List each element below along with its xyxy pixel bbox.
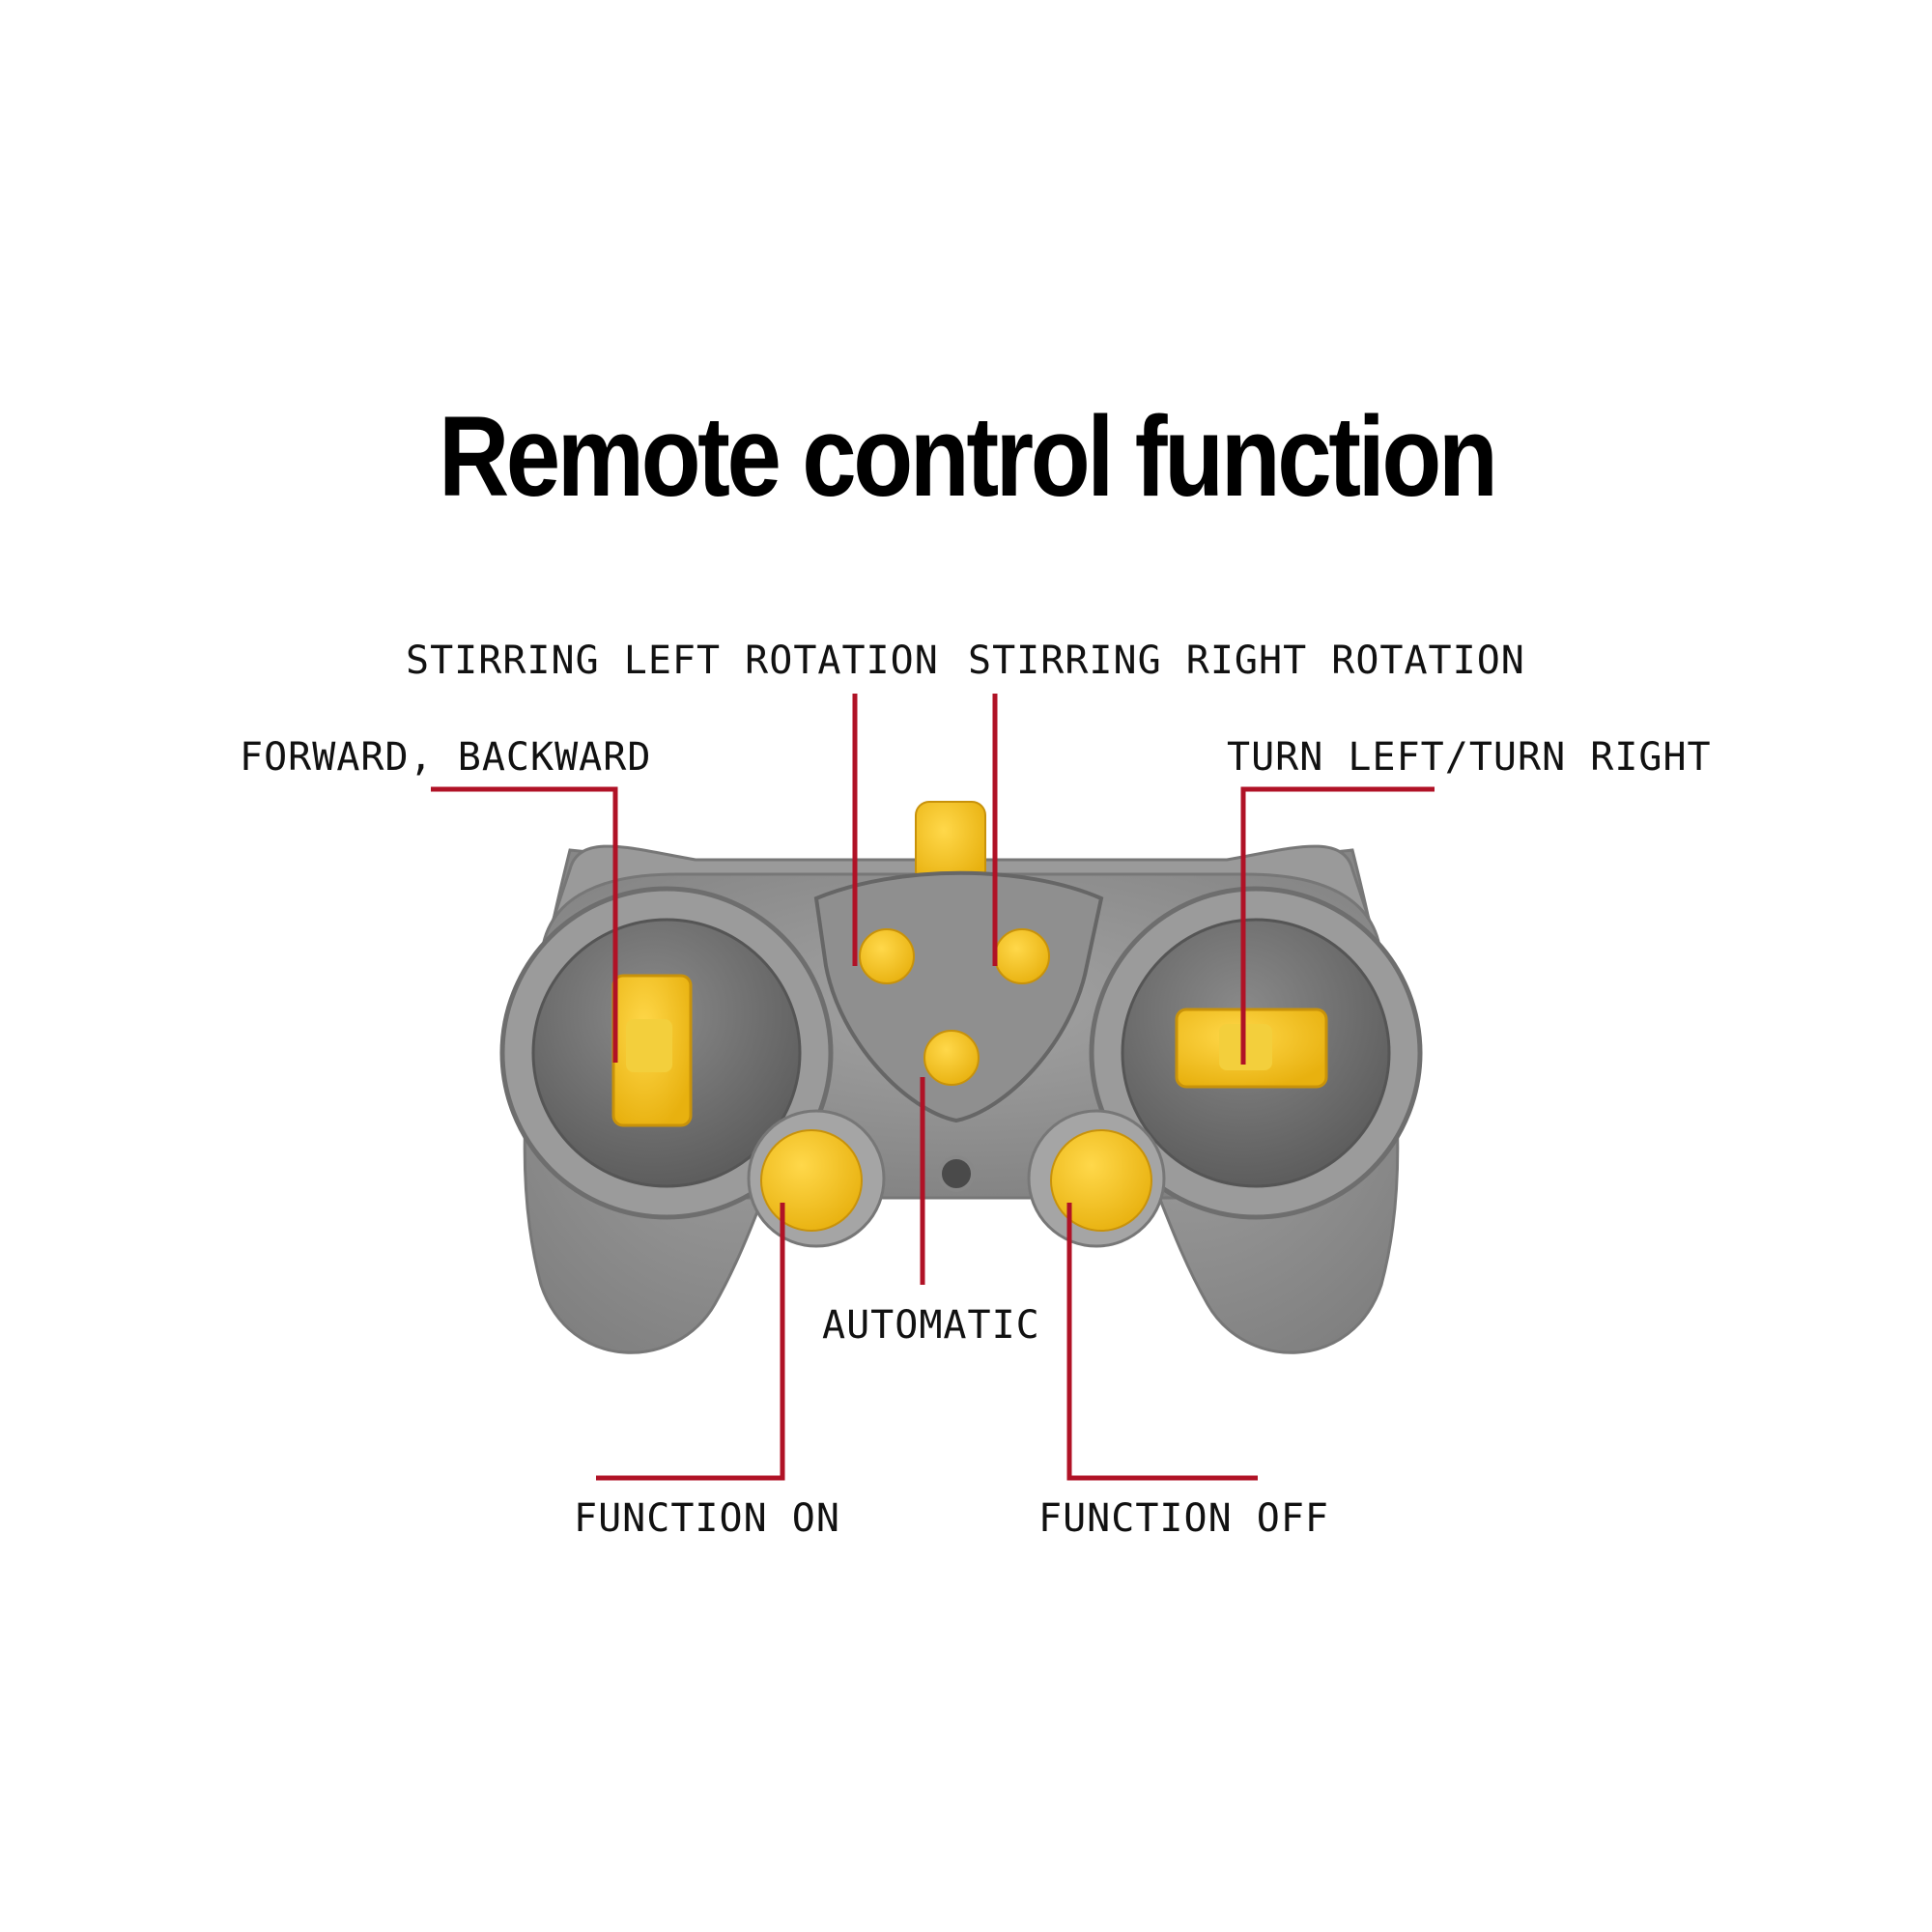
stirring-right-button[interactable] bbox=[994, 928, 1050, 984]
label-stirring-right: STIRRING RIGHT ROTATION bbox=[968, 639, 1525, 683]
label-stirring-left: STIRRING LEFT ROTATION bbox=[406, 639, 939, 683]
label-automatic: AUTOMATIC bbox=[822, 1303, 1040, 1348]
function-on-button[interactable] bbox=[747, 1109, 886, 1248]
stirring-left-button[interactable] bbox=[859, 928, 915, 984]
leader-function-off bbox=[1066, 1203, 1258, 1481]
function-off-button[interactable] bbox=[1027, 1109, 1166, 1248]
label-forward-backward: FORWARD, BACKWARD bbox=[240, 735, 651, 780]
page-title: Remote control function bbox=[438, 393, 1498, 521]
leader-turn-left-right bbox=[1240, 786, 1435, 1065]
left-joystick[interactable] bbox=[499, 886, 834, 1220]
leader-function-on bbox=[596, 1203, 785, 1481]
automatic-button[interactable] bbox=[923, 1030, 980, 1086]
label-function-on: FUNCTION ON bbox=[574, 1496, 840, 1541]
leader-forward-backward bbox=[431, 786, 618, 1063]
label-turn-left-right: TURN LEFT/TURN RIGHT bbox=[1227, 735, 1712, 780]
power-indicator bbox=[938, 1155, 975, 1192]
right-joystick[interactable] bbox=[1089, 886, 1423, 1220]
label-function-off: FUNCTION OFF bbox=[1038, 1496, 1329, 1541]
